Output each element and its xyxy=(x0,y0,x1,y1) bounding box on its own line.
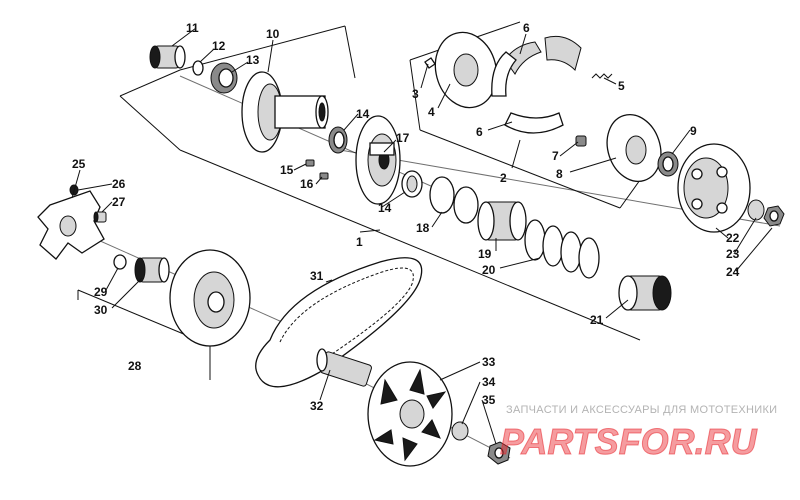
part-25-ramp-plate xyxy=(37,190,105,260)
callout-18: 18 xyxy=(416,221,430,235)
callout-6b: 6 xyxy=(476,125,483,139)
callout-35: 35 xyxy=(482,393,496,407)
callout-25: 25 xyxy=(72,157,86,171)
callout-13: 13 xyxy=(246,53,260,67)
callout-12: 12 xyxy=(212,39,226,53)
callout-31: 31 xyxy=(310,269,324,283)
callout-labels: 1 2 3 4 5 6 6 7 8 9 10 11 12 13 14 14 15… xyxy=(72,21,740,413)
callout-17: 17 xyxy=(396,131,410,145)
part-8-backing-plate xyxy=(606,114,662,182)
part-18-o-rings xyxy=(429,176,479,224)
callout-6a: 6 xyxy=(523,21,530,35)
callout-23: 23 xyxy=(726,247,740,261)
part-14-seal-upper xyxy=(328,126,348,154)
callout-14a: 14 xyxy=(356,107,370,121)
callout-34: 34 xyxy=(482,375,496,389)
part-6-clutch-shoes xyxy=(491,35,582,134)
callout-32: 32 xyxy=(310,399,324,413)
part-19-collar xyxy=(477,201,527,241)
callout-3: 3 xyxy=(412,87,419,101)
callout-33: 33 xyxy=(482,355,496,369)
callout-30: 30 xyxy=(94,303,108,317)
part-10-driven-pulley xyxy=(241,71,329,153)
callout-16: 16 xyxy=(300,177,314,191)
callout-10: 10 xyxy=(266,27,280,41)
callout-4: 4 xyxy=(428,105,435,119)
callout-28: 28 xyxy=(128,359,142,373)
part-33-fan xyxy=(367,361,453,467)
part-4-plate xyxy=(434,31,498,109)
callout-21: 21 xyxy=(590,313,604,327)
callout-27: 27 xyxy=(112,195,126,209)
part-11-bushing xyxy=(149,45,186,69)
callout-20: 20 xyxy=(482,263,496,277)
callout-2: 2 xyxy=(500,171,507,185)
part-22-clutch-drum xyxy=(677,143,751,233)
callout-5: 5 xyxy=(618,79,625,93)
part-14-seal-lower xyxy=(401,170,423,198)
callout-14b: 14 xyxy=(378,201,392,215)
part-17-sliding-sheave xyxy=(355,115,401,205)
part-24-nut xyxy=(763,205,785,227)
part-9-bearing xyxy=(657,151,679,177)
callout-26: 26 xyxy=(112,177,126,191)
part-31-drive-belt xyxy=(255,257,423,388)
part-35-nut xyxy=(487,441,511,465)
part-15-pin xyxy=(305,159,315,167)
callout-29: 29 xyxy=(94,285,108,299)
part-20-spring xyxy=(524,219,600,279)
part-34-washer xyxy=(451,421,469,441)
part-32-sleeve xyxy=(316,348,372,387)
watermark-logo-text: PARTSFOR.RU xyxy=(500,421,758,462)
callout-24: 24 xyxy=(726,265,740,279)
part-5-spring xyxy=(591,73,613,79)
part-12-clip xyxy=(192,60,204,76)
watermark-logo: PARTSFOR.RU xyxy=(500,421,758,463)
callout-22: 22 xyxy=(726,231,740,245)
drive-pulley-sheave xyxy=(169,249,251,347)
callout-11: 11 xyxy=(186,21,199,35)
callout-9: 9 xyxy=(690,124,697,138)
part-21-spacer xyxy=(618,275,672,311)
callout-15: 15 xyxy=(280,163,294,177)
callout-19: 19 xyxy=(478,247,492,261)
callout-7: 7 xyxy=(552,149,559,163)
callout-8: 8 xyxy=(556,167,563,181)
watermark-caption: ЗАПЧАСТИ И АКСЕССУАРЫ ДЛЯ МОТОТЕХНИКИ xyxy=(506,404,778,416)
part-30-bushing xyxy=(134,257,170,283)
part-27-roller xyxy=(93,211,107,223)
part-7-bolt xyxy=(575,135,587,147)
part-29-ring xyxy=(113,254,127,270)
leader-lines xyxy=(71,27,773,445)
callout-1: 1 xyxy=(356,235,363,249)
part-3-clip xyxy=(424,57,436,69)
part-13-bearing xyxy=(210,62,238,94)
part-23-washer xyxy=(747,199,765,221)
